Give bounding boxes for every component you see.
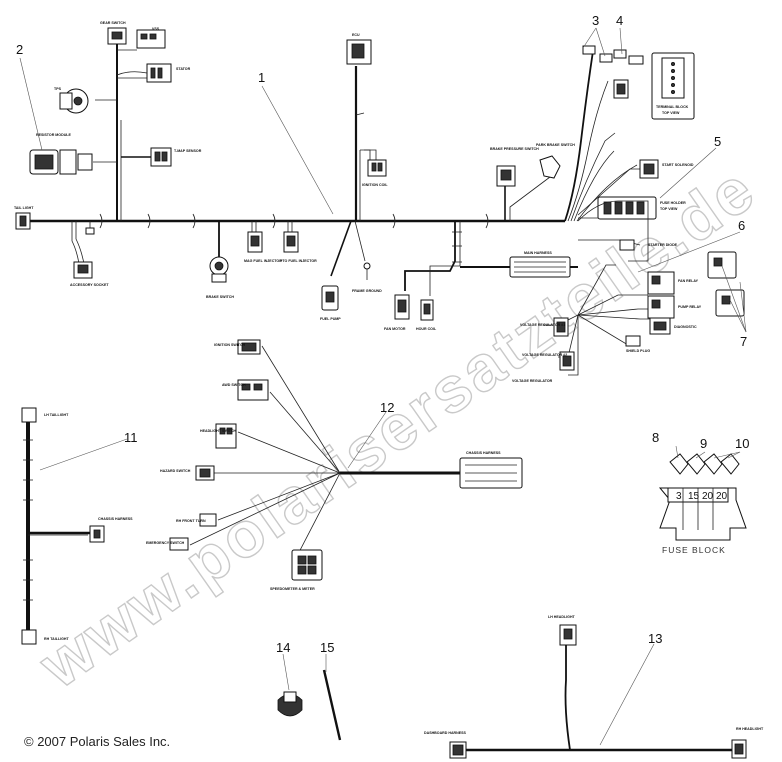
callout-3: 3 <box>592 13 599 28</box>
label-shield-plug: SHIELD PLUG <box>626 349 650 353</box>
label-fuel-pump: FUEL PUMP <box>320 317 341 321</box>
callout-12: 12 <box>380 400 394 415</box>
label-terminal-block: TERMINAL BLOCK <box>656 105 689 109</box>
label-ignition-switch: IGNITION SWITCH <box>214 343 246 347</box>
label-pto-fuel-injector: PTO FUEL INJECTOR <box>280 259 317 263</box>
label-chassis-harness-11: CHASSIS HARNESS <box>98 517 133 521</box>
label-mag-fuel-injector: MAG FUEL INJECTOR <box>244 259 282 263</box>
main-harness <box>15 27 745 376</box>
callout-11: 11 <box>124 430 138 445</box>
callout-7: 7 <box>740 334 747 349</box>
callout-14: 14 <box>276 640 290 655</box>
callout-9: 9 <box>700 436 707 451</box>
callout-1: 1 <box>258 70 265 85</box>
label-resistor-module: RESISTOR MODULE <box>36 133 71 137</box>
label-fan-relay: FAN RELAY <box>678 279 699 283</box>
callout-6: 6 <box>738 218 745 233</box>
label-vss: VSS <box>152 27 160 31</box>
label-tmap-sensor: T-MAP SENSOR <box>174 149 202 153</box>
watermark-text: www.polarisersatzteile.de <box>26 152 769 702</box>
callout-numbers: 1 2 3 4 5 6 7 8 9 10 11 12 13 14 15 <box>16 13 749 655</box>
dashboard-harness <box>169 339 523 581</box>
callout-4: 4 <box>616 13 623 28</box>
label-tps: TPS <box>54 87 62 91</box>
leader-lines <box>19 27 747 746</box>
label-fuse-holder: FUSE HOLDER <box>660 201 686 205</box>
fuse-rating-4: 20 <box>716 491 728 502</box>
label-stator: STATOR <box>176 67 191 71</box>
item-14-grommet <box>277 691 303 717</box>
label-ignition-coil: IGNITION COIL <box>362 183 388 187</box>
label-accessory-socket: ACCESSORY SOCKET <box>70 283 109 287</box>
label-hazard-switch: HAZARD SWITCH <box>160 469 191 473</box>
label-speedometer: SPEEDOMETER & METER <box>270 587 315 591</box>
label-fuse-holder-view: TOP VIEW <box>660 207 678 211</box>
label-rh-headlight: RH HEADLIGHT <box>736 727 764 731</box>
label-headlight-switch: HEADLIGHT SWITCH <box>200 429 237 433</box>
component-labels: GEAR SWITCH VSS STATOR TPS RESISTOR MODU… <box>14 21 764 735</box>
copyright-text: © 2007 Polaris Sales Inc. <box>24 734 170 749</box>
label-rh-taillight: RH TAILLIGHT <box>44 637 69 641</box>
label-ecu: ECU <box>352 33 360 37</box>
label-dashboard-harness: DASHBOARD HARNESS <box>424 731 467 735</box>
chassis-harness <box>21 407 105 645</box>
label-voltage-regulator-2: VOLTAGE REGULATOR #2 <box>522 353 567 357</box>
label-hour-coil: HOUR COIL <box>416 327 437 331</box>
label-brake-pressure-switch: BRAKE PRESSURE SWITCH <box>490 147 539 151</box>
label-starter-diode: STARTER DIODE <box>648 243 678 247</box>
label-park-brake-switch: PARK BRAKE SWITCH <box>536 143 575 147</box>
label-gear-switch: GEAR SWITCH <box>100 21 126 25</box>
fuse-block: 3 15 20 20 FUSE BLOCK <box>658 453 747 555</box>
callout-5: 5 <box>714 134 721 149</box>
label-emergency-switch: EMERGENCY SWITCH <box>146 541 185 545</box>
label-rh-front-turn: RH FRONT TURN <box>176 519 206 523</box>
item-15-cable-tie <box>322 669 342 741</box>
fuse-rating-1: 3 <box>676 491 682 502</box>
callout-15: 15 <box>320 640 334 655</box>
label-start-solenoid: START SOLENOID <box>662 163 694 167</box>
callout-13: 13 <box>648 631 662 646</box>
fuse-rating-2: 15 <box>688 491 700 502</box>
label-chassis-harness: CHASSIS HARNESS <box>466 451 501 455</box>
callout-2: 2 <box>16 42 23 57</box>
label-lh-taillight: LH TAILLIGHT <box>44 413 69 417</box>
callout-10: 10 <box>735 436 749 451</box>
label-brake-switch: BRAKE SWITCH <box>206 295 234 299</box>
label-lh-headlight: LH HEADLIGHT <box>548 615 576 619</box>
label-awd-switch: AWD SWITCH <box>222 383 246 387</box>
label-voltage-regulator: VOLTAGE REGULATOR <box>512 379 553 383</box>
headlight-harness <box>449 624 747 759</box>
label-main-harness: MAIN HARNESS <box>524 251 552 255</box>
label-tail-light: TAIL LIGHT <box>14 206 34 210</box>
label-terminal-block-view: TOP VIEW <box>662 111 680 115</box>
label-fan-motor: FAN MOTOR <box>384 327 406 331</box>
fuse-block-label: FUSE BLOCK <box>662 545 726 555</box>
label-voltage-regulator-1: VOLTAGE REGULATOR #1 <box>520 323 565 327</box>
label-diagnostic: DIAGNOSTIC <box>674 325 697 329</box>
fuse-rating-3: 20 <box>702 491 714 502</box>
callout-8: 8 <box>652 430 659 445</box>
label-frame-ground: FRAME GROUND <box>352 289 382 293</box>
label-pump-relay: PUMP RELAY <box>678 305 702 309</box>
